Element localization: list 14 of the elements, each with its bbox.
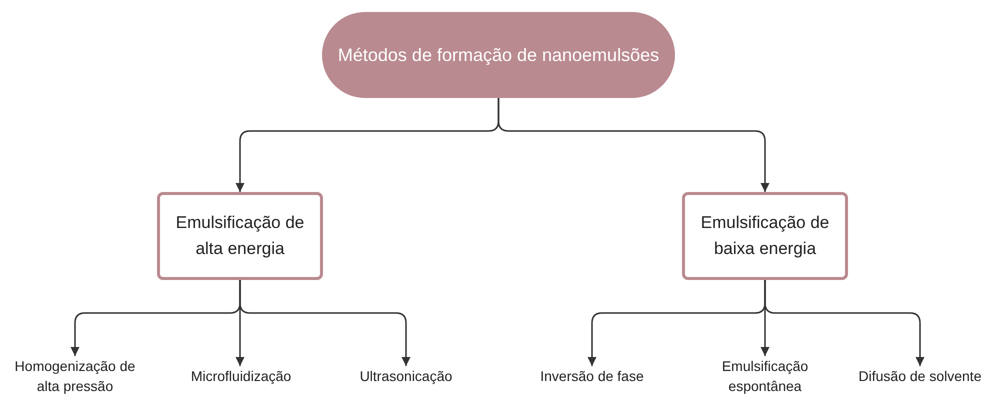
arrow bbox=[498, 98, 770, 192]
category-label: Emulsificação de baixa energia bbox=[700, 212, 830, 260]
method-label: Difusão de solvente bbox=[850, 366, 990, 386]
method-label: Emulsificação espontânea bbox=[700, 356, 830, 396]
method-label: Inversão de fase bbox=[527, 366, 657, 386]
arrow bbox=[239, 280, 410, 366]
method-label: Microfluidização bbox=[176, 366, 306, 386]
arrow bbox=[764, 280, 924, 366]
node-title: Métodos de formação de nanoemulsões bbox=[338, 44, 660, 66]
method-label: Homogenização de alta pressão bbox=[4, 356, 146, 396]
category-box bbox=[157, 192, 323, 280]
method-label: Ultrasonicação bbox=[346, 366, 466, 386]
category-box bbox=[682, 192, 848, 280]
category-label: Emulsificação de alta energia bbox=[174, 212, 306, 260]
